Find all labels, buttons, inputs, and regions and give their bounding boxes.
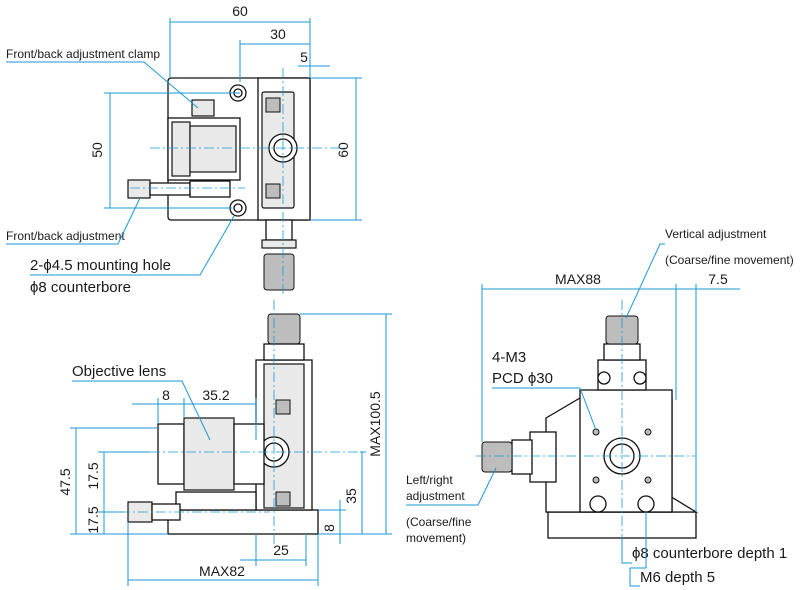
label-objective-lens: Objective lens bbox=[72, 363, 211, 441]
label-front-back-clamp: Front/back adjustment clamp bbox=[6, 47, 199, 109]
label-mounting-hole: 2-ϕ4.5 mounting hole ϕ8 counterbore bbox=[30, 215, 235, 296]
dim-top-60v: 60 bbox=[310, 77, 362, 221]
dim-7-5: 7.5 bbox=[708, 271, 728, 287]
dim-top-30: 30 bbox=[239, 26, 310, 82]
dim-front-right: MAX100.5 35 8 bbox=[300, 313, 392, 544]
front-back-adjustment-label: Front/back adjustment bbox=[6, 229, 125, 243]
dim-50: 50 bbox=[89, 142, 105, 158]
label-counterbore-depth: ϕ8 counterbore depth 1 M6 depth 5 bbox=[621, 512, 787, 587]
dim-max100-5: MAX100.5 bbox=[367, 391, 383, 457]
vertical-adjustment-sub-label: (Coarse/fine movement) bbox=[665, 253, 794, 267]
left-right-sub-line2: movement) bbox=[406, 531, 466, 545]
dim-8-base: 8 bbox=[321, 524, 337, 532]
dim-17-5-upper: 17.5 bbox=[85, 462, 101, 489]
dim-max82: MAX82 bbox=[199, 563, 245, 579]
objective-lens-label: Objective lens bbox=[72, 363, 166, 380]
dim-max88: MAX88 bbox=[555, 271, 601, 287]
dim-front-bottom: 25 MAX82 bbox=[127, 522, 319, 586]
top-view-body bbox=[127, 77, 311, 291]
side-view: MAX88 7.5 Vertical adjustment (Coarse/fi… bbox=[406, 227, 794, 587]
m3-label: 4-M3 bbox=[492, 349, 526, 366]
dim-front-8-35-2: 8 35.2 bbox=[132, 387, 257, 440]
vertical-adjustment-label: Vertical adjustment bbox=[665, 227, 767, 241]
dim-top-50: 50 bbox=[89, 92, 240, 209]
dim-top-60: 60 bbox=[169, 3, 311, 78]
dim-5: 5 bbox=[300, 49, 308, 65]
pcd-label: PCD ϕ30 bbox=[492, 370, 553, 387]
label-left-right-adjustment: Left/right adjustment (Coarse/fine movem… bbox=[406, 467, 497, 545]
dim-front-left: 47.5 17.5 17.5 bbox=[57, 427, 168, 535]
label-vertical-adjustment: Vertical adjustment (Coarse/fine movemen… bbox=[625, 227, 794, 319]
dim-35-front: 35 bbox=[343, 488, 359, 504]
dim-side-7-5: 7.5 bbox=[656, 271, 740, 400]
left-right-sub-line1: (Coarse/fine bbox=[406, 515, 472, 529]
front-view-body bbox=[127, 313, 319, 535]
m6-depth-label: M6 depth 5 bbox=[640, 569, 715, 586]
dim-60-horizontal: 60 bbox=[232, 3, 248, 19]
dim-47-5: 47.5 bbox=[57, 468, 73, 495]
dim-30: 30 bbox=[270, 26, 286, 42]
left-right-label-line1: Left/right bbox=[406, 473, 453, 487]
front-back-clamp-label: Front/back adjustment clamp bbox=[6, 47, 160, 61]
label-m3-pcd: 4-M3 PCD ϕ30 bbox=[492, 349, 597, 431]
label-front-back-adjustment: Front/back adjustment bbox=[6, 197, 141, 245]
counterbore-depth-label: ϕ8 counterbore depth 1 bbox=[632, 545, 787, 562]
left-right-label-line2: adjustment bbox=[406, 489, 465, 503]
dim-60-vertical: 60 bbox=[335, 142, 351, 158]
dim-25: 25 bbox=[273, 542, 289, 558]
counterbore-label: ϕ8 counterbore bbox=[30, 279, 131, 296]
top-view: 60 30 5 50 60 Front/back adjustment clam… bbox=[6, 3, 362, 296]
dim-8-front: 8 bbox=[162, 387, 170, 403]
dim-top-5: 5 bbox=[298, 49, 330, 67]
front-view: Objective lens 8 35.2 47.5 17.5 17.5 bbox=[57, 300, 392, 586]
dim-17-5-lower: 17.5 bbox=[85, 506, 101, 533]
mounting-hole-label: 2-ϕ4.5 mounting hole bbox=[30, 257, 171, 274]
dim-35-2: 35.2 bbox=[202, 387, 229, 403]
dim-side-max88: MAX88 bbox=[481, 271, 697, 512]
